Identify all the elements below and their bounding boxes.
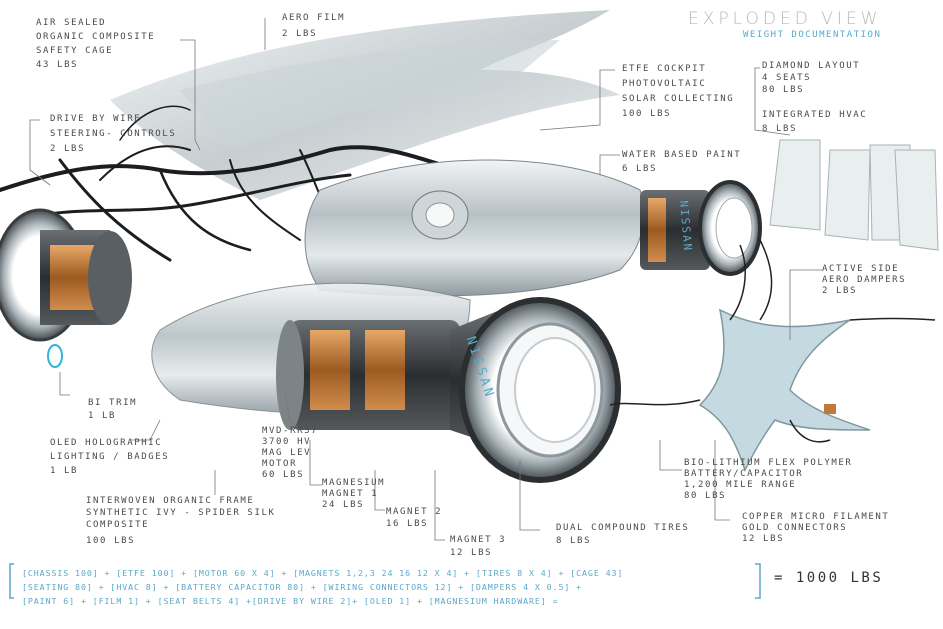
wires [609,239,936,443]
chassis-tube-rear [304,159,645,297]
organic-frame [0,105,462,301]
leader-lines [29,18,822,541]
page-subtitle: WEIGHT DOCUMENTATION [743,30,882,40]
battery-star [698,308,871,472]
rear-motor-assembly [640,180,762,276]
weight-total: = 1000 LBS [774,570,884,586]
label-frame-weight: 100 LBS [86,536,136,546]
weight-formula: [CHASSIS 100] + [ETFE 100] + [MOTOR 60 X… [22,568,624,606]
seats-hvac [769,139,939,251]
wheel-front [459,297,621,483]
page-title: EXPLODED VIEW [688,9,882,29]
wheel-left [0,208,132,342]
oled-badge [47,344,63,368]
